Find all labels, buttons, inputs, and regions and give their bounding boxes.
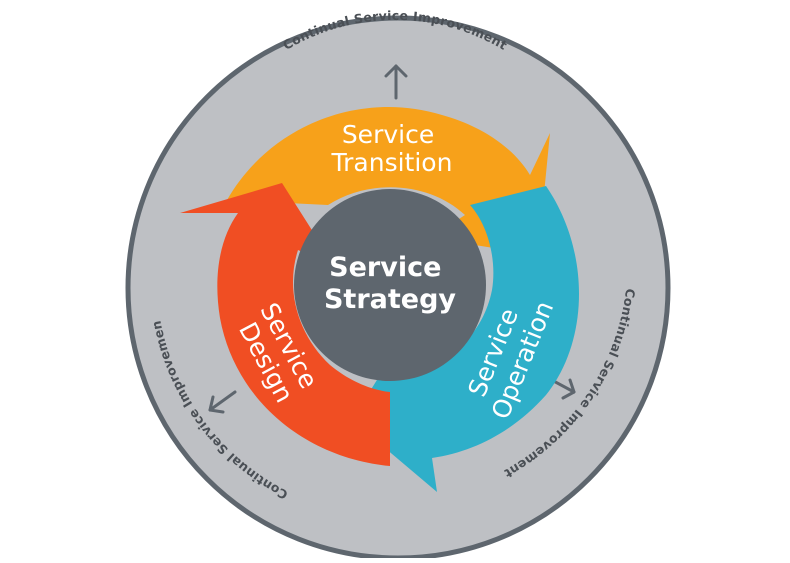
label-service-transition: Service Transition xyxy=(331,120,453,177)
center-circle xyxy=(294,189,486,381)
segment-service-design xyxy=(180,183,390,466)
segment-service-operation xyxy=(352,186,579,492)
arrow-down-left-icon xyxy=(208,390,237,414)
center-label: Service Strategy xyxy=(324,252,456,315)
segment-service-transition xyxy=(227,106,550,255)
arrow-up-icon xyxy=(384,64,408,100)
label-service-design: Service Design xyxy=(230,298,327,413)
